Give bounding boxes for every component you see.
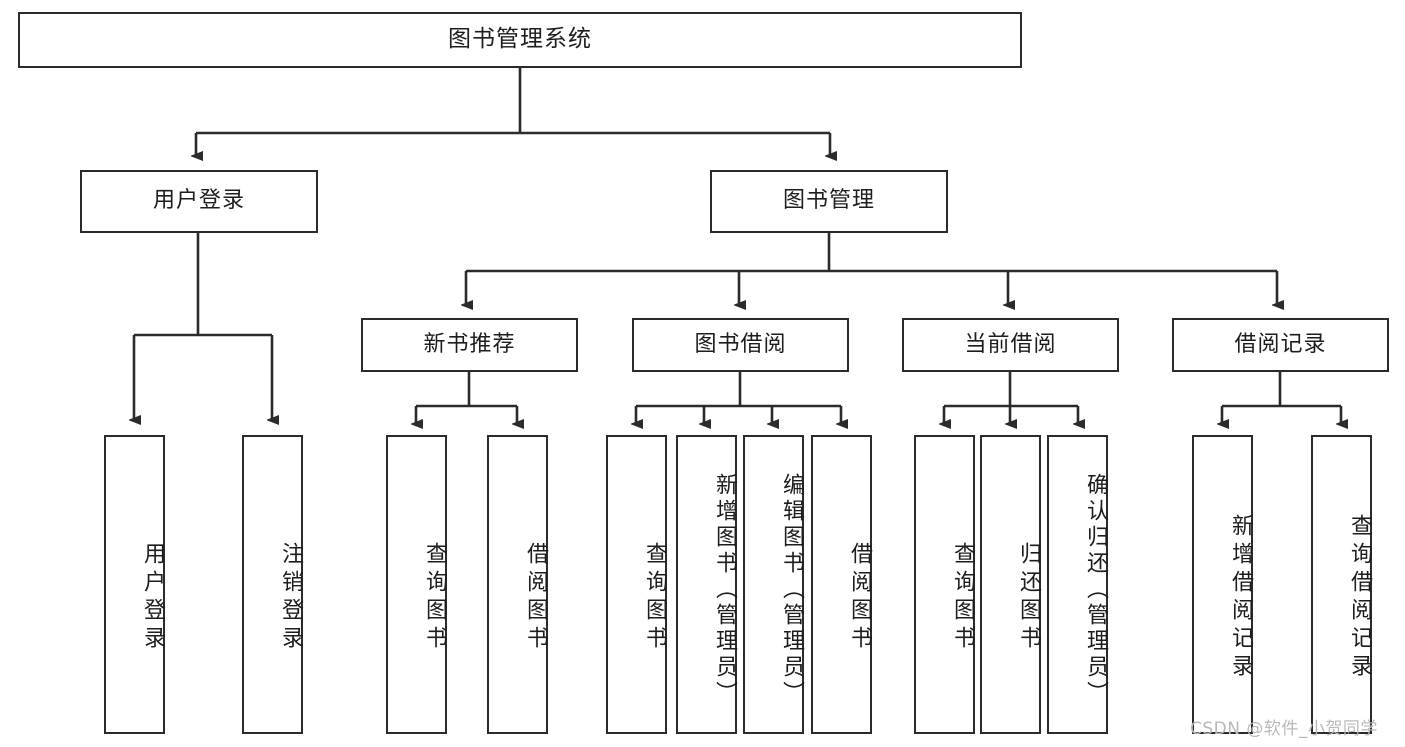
node-label: 编辑图书（管理员） — [779, 472, 804, 707]
node-label: 查询图书 — [642, 541, 667, 654]
node-label: 查询图书 — [950, 541, 975, 654]
node-label: 归还图书 — [1016, 541, 1041, 654]
node-book-management[interactable]: 图书管理 — [710, 170, 948, 233]
node-label: 确认归还（管理员） — [1083, 472, 1108, 707]
node-current-borrow[interactable]: 当前借阅 — [902, 318, 1119, 372]
leaf-current-borrow-confirm-return-admin[interactable]: 确认归还（管理员） — [1047, 435, 1108, 734]
node-label: 查询借阅记录 — [1347, 513, 1372, 682]
node-label: 用户登录 — [140, 541, 165, 654]
leaf-book-borrow-add-book-admin[interactable]: 新增图书（管理员） — [676, 435, 737, 734]
node-label: 新增借阅记录 — [1228, 513, 1253, 682]
node-label: 借阅图书 — [523, 541, 548, 654]
leaf-new-book-borrow-book[interactable]: 借阅图书 — [487, 435, 548, 734]
node-label: 借阅图书 — [847, 541, 872, 654]
node-root-book-management-system[interactable]: 图书管理系统 — [18, 12, 1022, 68]
node-label: 当前借阅 — [964, 331, 1057, 357]
leaf-user-login-logout[interactable]: 注销登录 — [242, 435, 303, 734]
leaf-new-book-query-book[interactable]: 查询图书 — [386, 435, 447, 734]
leaf-current-borrow-return-book[interactable]: 归还图书 — [980, 435, 1041, 734]
leaf-book-borrow-edit-book-admin[interactable]: 编辑图书（管理员） — [743, 435, 804, 734]
leaf-book-borrow-query-book[interactable]: 查询图书 — [606, 435, 667, 734]
node-label: 查询图书 — [422, 541, 447, 654]
node-label: 借阅记录 — [1234, 331, 1327, 357]
node-user-login[interactable]: 用户登录 — [80, 170, 318, 233]
node-label: 用户登录 — [152, 188, 245, 214]
node-borrow-record[interactable]: 借阅记录 — [1172, 318, 1389, 372]
node-new-book-recommend[interactable]: 新书推荐 — [361, 318, 578, 372]
leaf-borrow-record-add-record[interactable]: 新增借阅记录 — [1192, 435, 1253, 734]
leaf-book-borrow-borrow-book[interactable]: 借阅图书 — [811, 435, 872, 734]
node-label: 新书推荐 — [423, 331, 516, 357]
watermark-text: CSDN @软件_小贺同学 — [1190, 719, 1378, 739]
node-label: 图书管理系统 — [448, 26, 592, 53]
node-label: 注销登录 — [278, 541, 303, 654]
node-label: 图书借阅 — [694, 331, 787, 357]
leaf-user-login-login[interactable]: 用户登录 — [104, 435, 165, 734]
node-book-borrow[interactable]: 图书借阅 — [632, 318, 849, 372]
node-label: 图书管理 — [782, 188, 875, 214]
leaf-borrow-record-query-record[interactable]: 查询借阅记录 — [1311, 435, 1372, 734]
leaf-current-borrow-query-book[interactable]: 查询图书 — [914, 435, 975, 734]
node-label: 新增图书（管理员） — [712, 472, 737, 707]
